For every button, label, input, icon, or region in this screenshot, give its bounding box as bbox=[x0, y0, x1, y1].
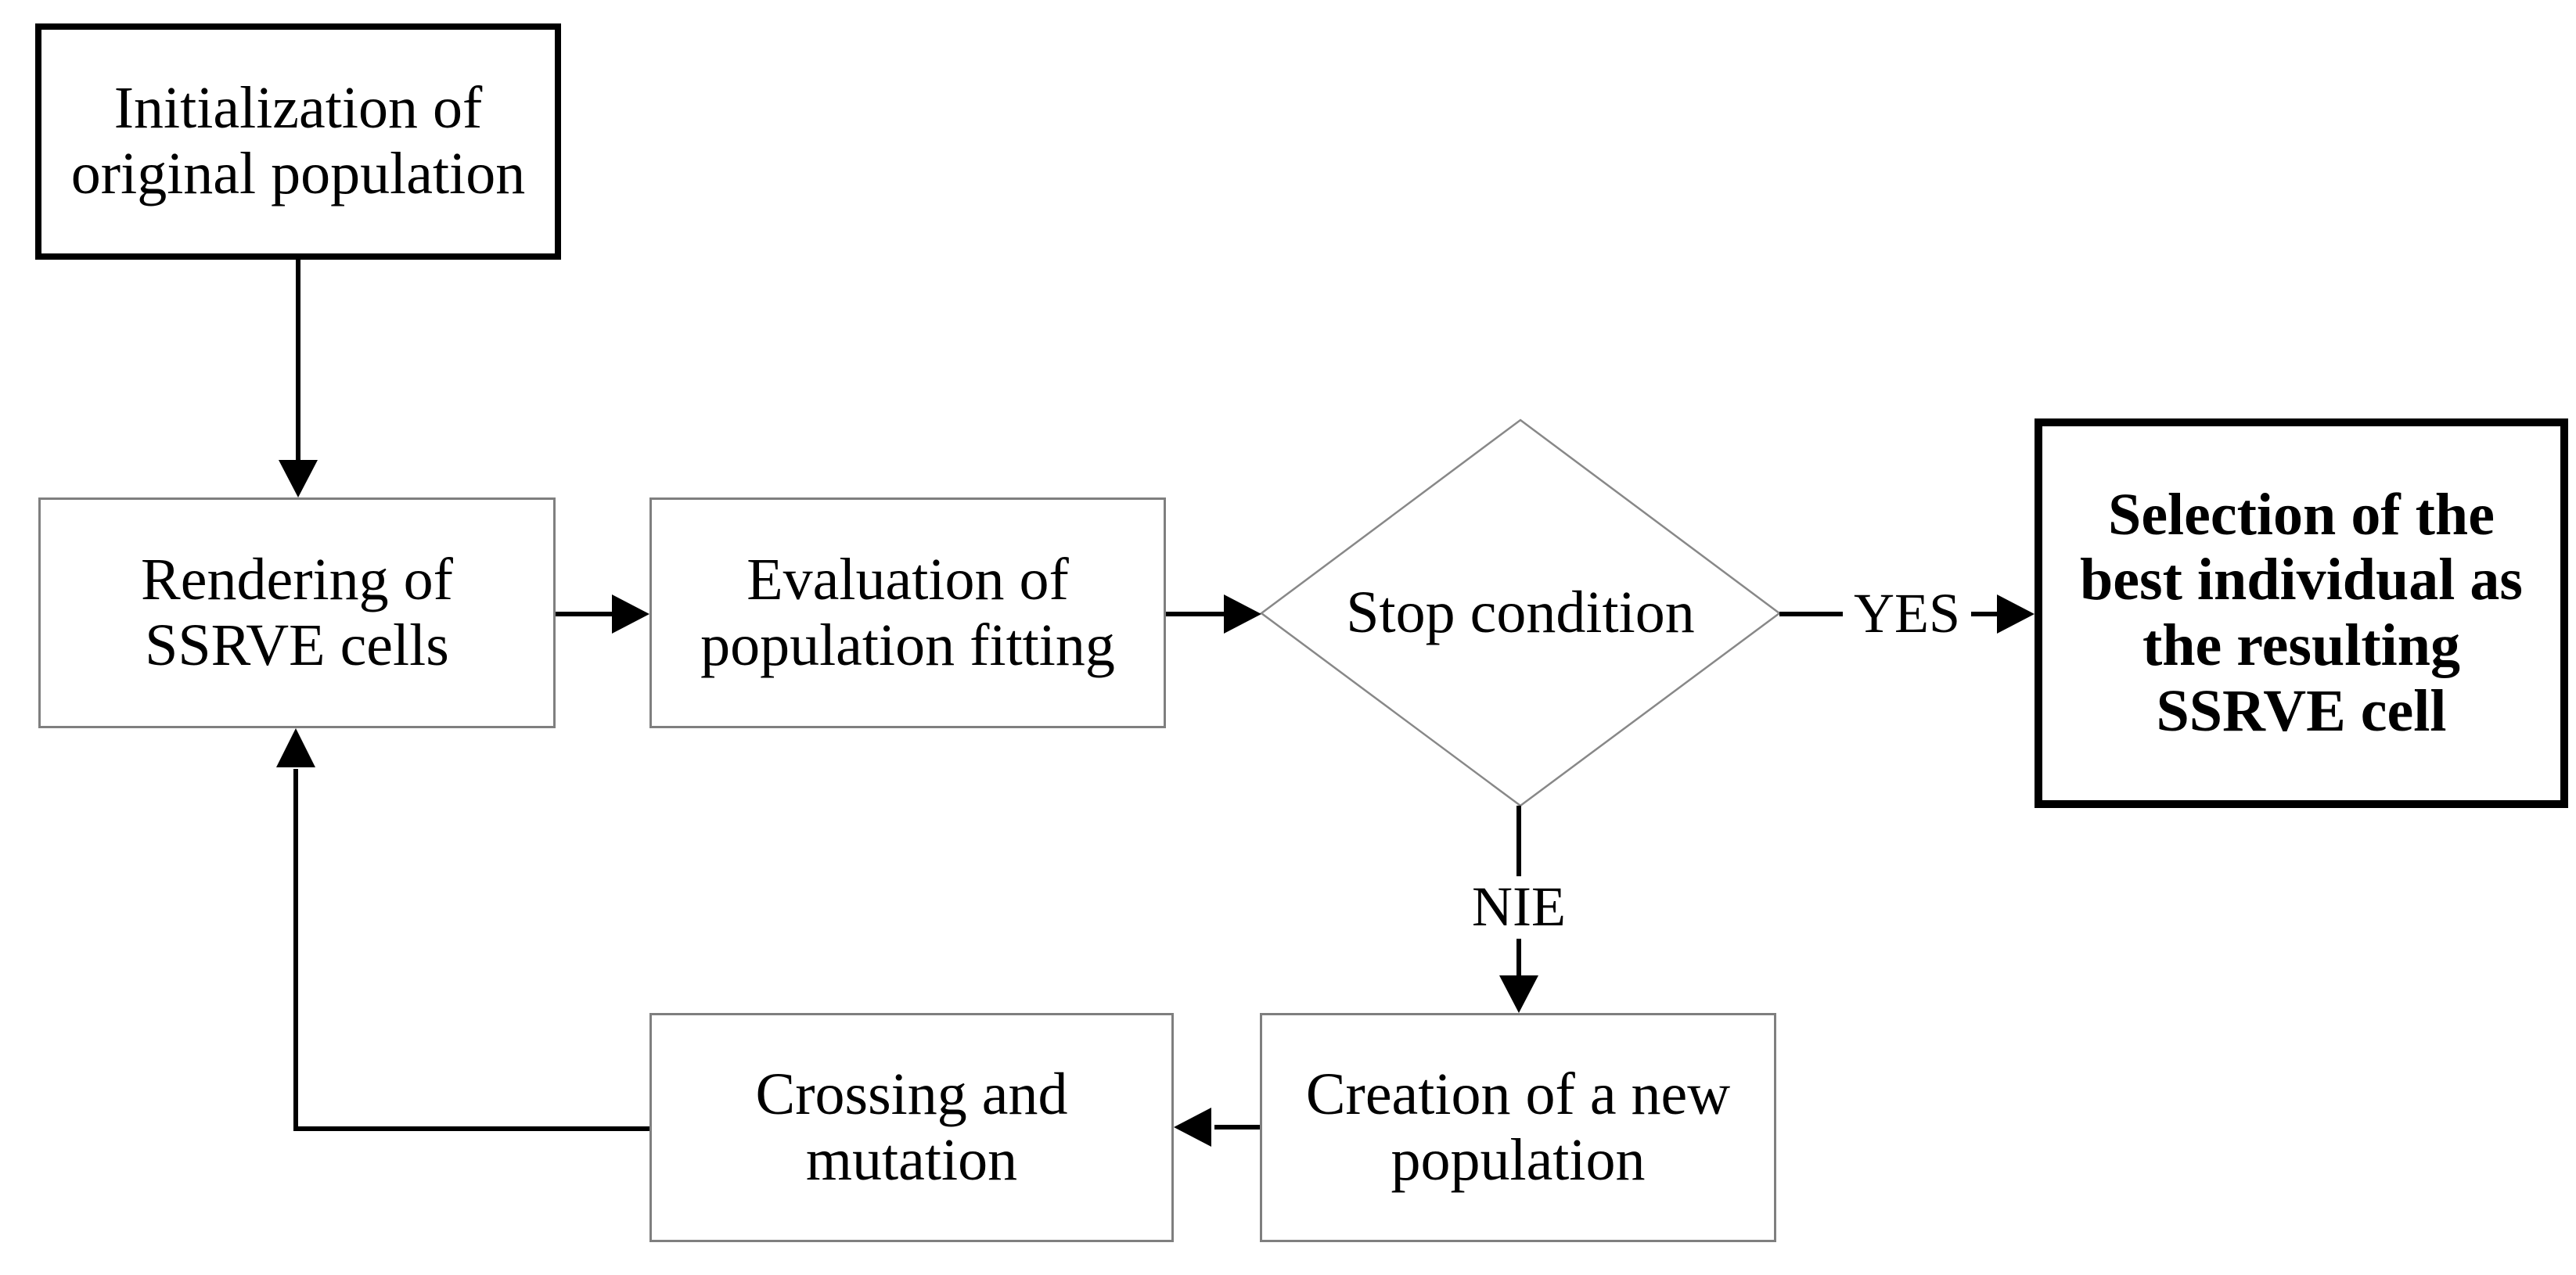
arrowhead-right-icon bbox=[1997, 594, 2035, 634]
arrowhead-right-icon bbox=[612, 594, 649, 634]
arrowhead-up-icon bbox=[276, 728, 315, 767]
node-crossing: Crossing and mutation bbox=[649, 1013, 1174, 1242]
edge-label-nie: NIE bbox=[1461, 876, 1577, 939]
arrowhead-left-icon bbox=[1174, 1108, 1211, 1147]
arrowhead-down-icon bbox=[279, 460, 318, 497]
node-crossing-label: Crossing and mutation bbox=[755, 1061, 1068, 1193]
node-initialization-label: Initialization of original population bbox=[70, 75, 526, 207]
arrowhead-right-icon bbox=[1224, 594, 1261, 634]
arrow-crossing-to-rendering bbox=[293, 769, 649, 1131]
node-selection: Selection of the best individual as the … bbox=[2035, 418, 2568, 808]
node-rendering: Rendering of SSRVE cells bbox=[38, 497, 556, 728]
node-stop-condition-label: Stop condition bbox=[1346, 580, 1695, 646]
node-rendering-label: Rendering of SSRVE cells bbox=[141, 546, 453, 678]
arrowhead-down-icon bbox=[1499, 975, 1538, 1013]
node-evaluation-label: Evaluation of population fitting bbox=[700, 546, 1115, 678]
node-evaluation: Evaluation of population fitting bbox=[649, 497, 1166, 728]
node-selection-label: Selection of the best individual as the … bbox=[2080, 481, 2523, 744]
node-initialization: Initialization of original population bbox=[35, 23, 561, 260]
edge-label-yes: YES bbox=[1842, 583, 1972, 645]
node-creation-label: Creation of a new population bbox=[1305, 1061, 1731, 1193]
node-creation: Creation of a new population bbox=[1260, 1013, 1776, 1242]
